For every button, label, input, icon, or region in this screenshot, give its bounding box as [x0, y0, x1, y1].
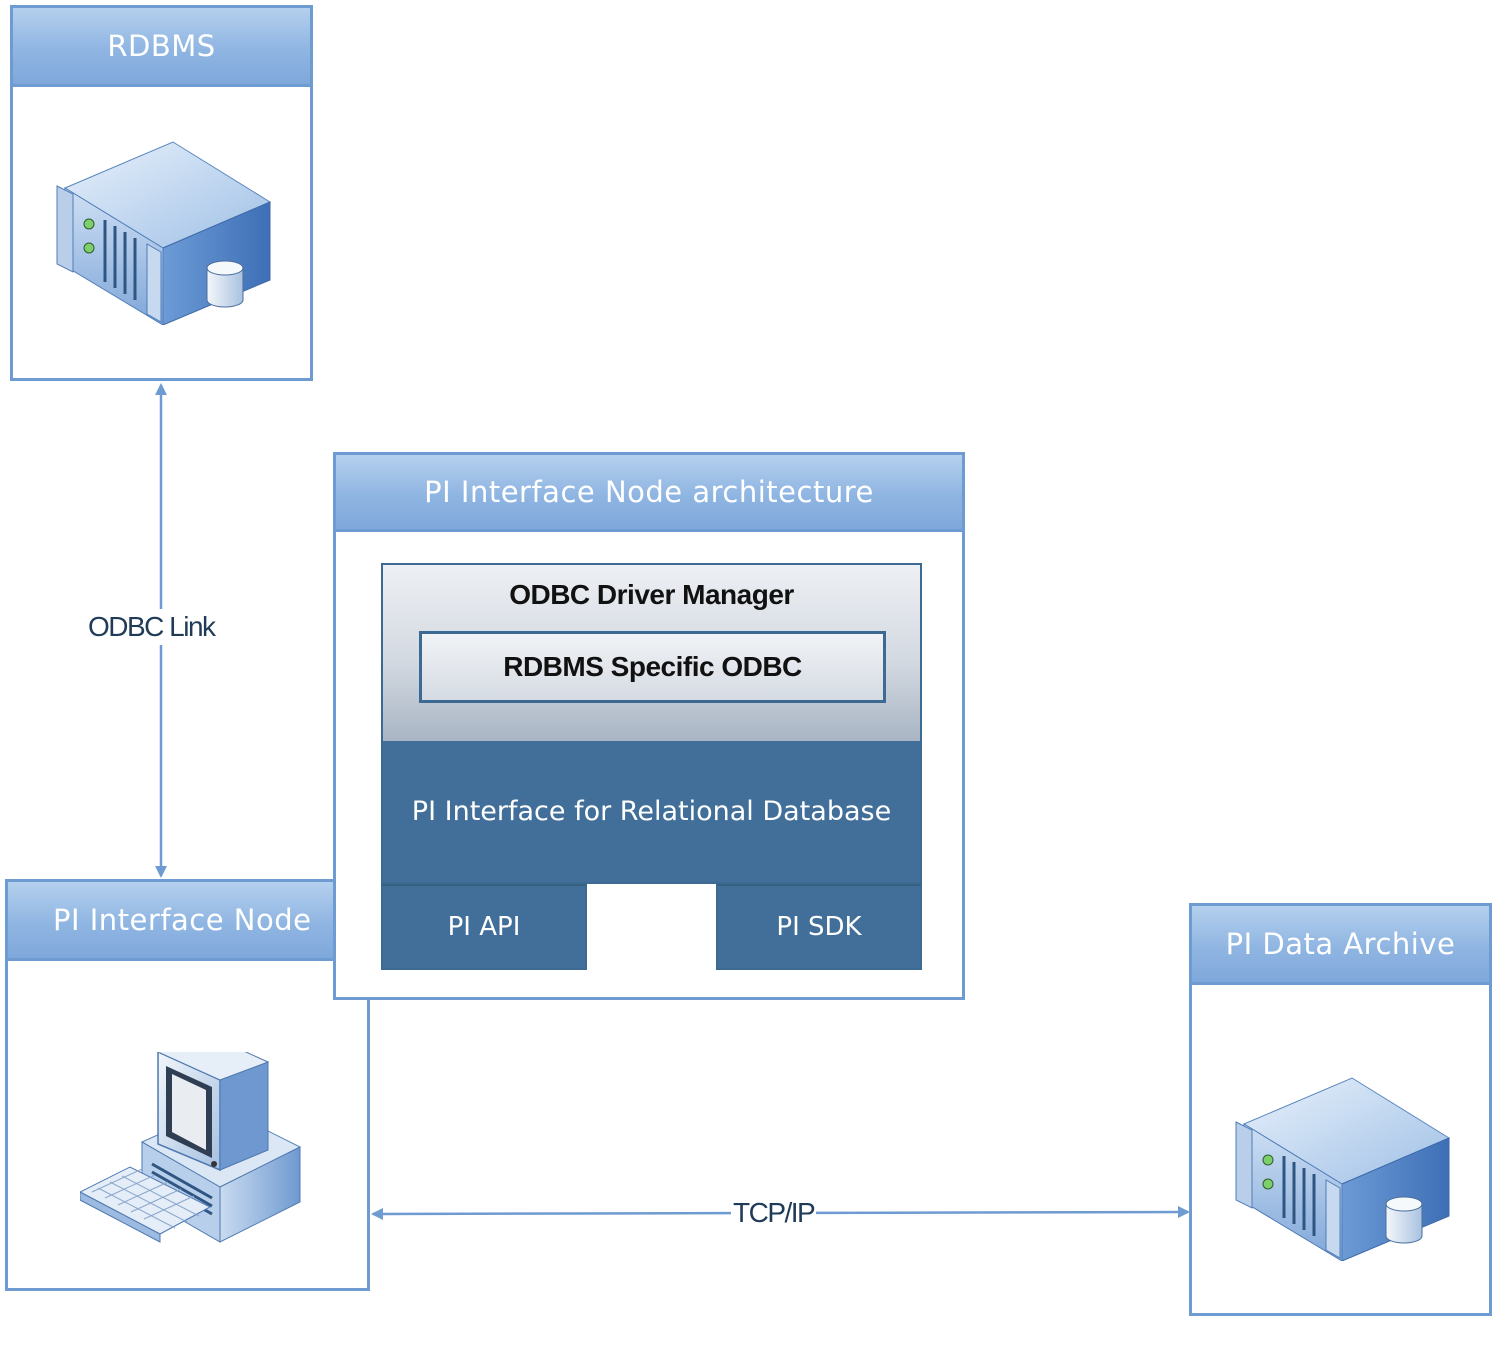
odbc-link-label: ODBC Link: [86, 609, 217, 645]
database-server-icon: [1235, 1077, 1451, 1261]
pi-data-archive-node: PI Data Archive: [1189, 903, 1492, 1316]
architecture-title: PI Interface Node architecture: [336, 455, 962, 532]
rdbms-node: RDBMS: [10, 5, 313, 381]
architecture-box: PI Interface Node architecture ODBC Driv…: [333, 452, 965, 1000]
database-server-icon: [56, 141, 272, 325]
odbc-driver-manager: ODBC Driver Manager RDBMS Specific ODBC: [381, 563, 922, 741]
pi-data-archive-title: PI Data Archive: [1192, 906, 1489, 985]
pi-interface-node: PI Interface Node: [5, 879, 370, 1291]
tcpip-link-label: TCP/IP: [731, 1195, 817, 1231]
desktop-computer-icon: [80, 1052, 302, 1243]
rdbms-node-title: RDBMS: [13, 8, 310, 87]
pi-sdk-block: PI SDK: [716, 884, 922, 970]
pi-interface-rdb: PI Interface for Relational Database: [381, 741, 922, 884]
rdbms-specific-odbc: RDBMS Specific ODBC: [419, 631, 886, 703]
odbc-driver-manager-label: ODBC Driver Manager: [509, 579, 794, 610]
pi-interface-node-title: PI Interface Node: [8, 882, 367, 961]
pi-api-block: PI API: [381, 884, 587, 970]
